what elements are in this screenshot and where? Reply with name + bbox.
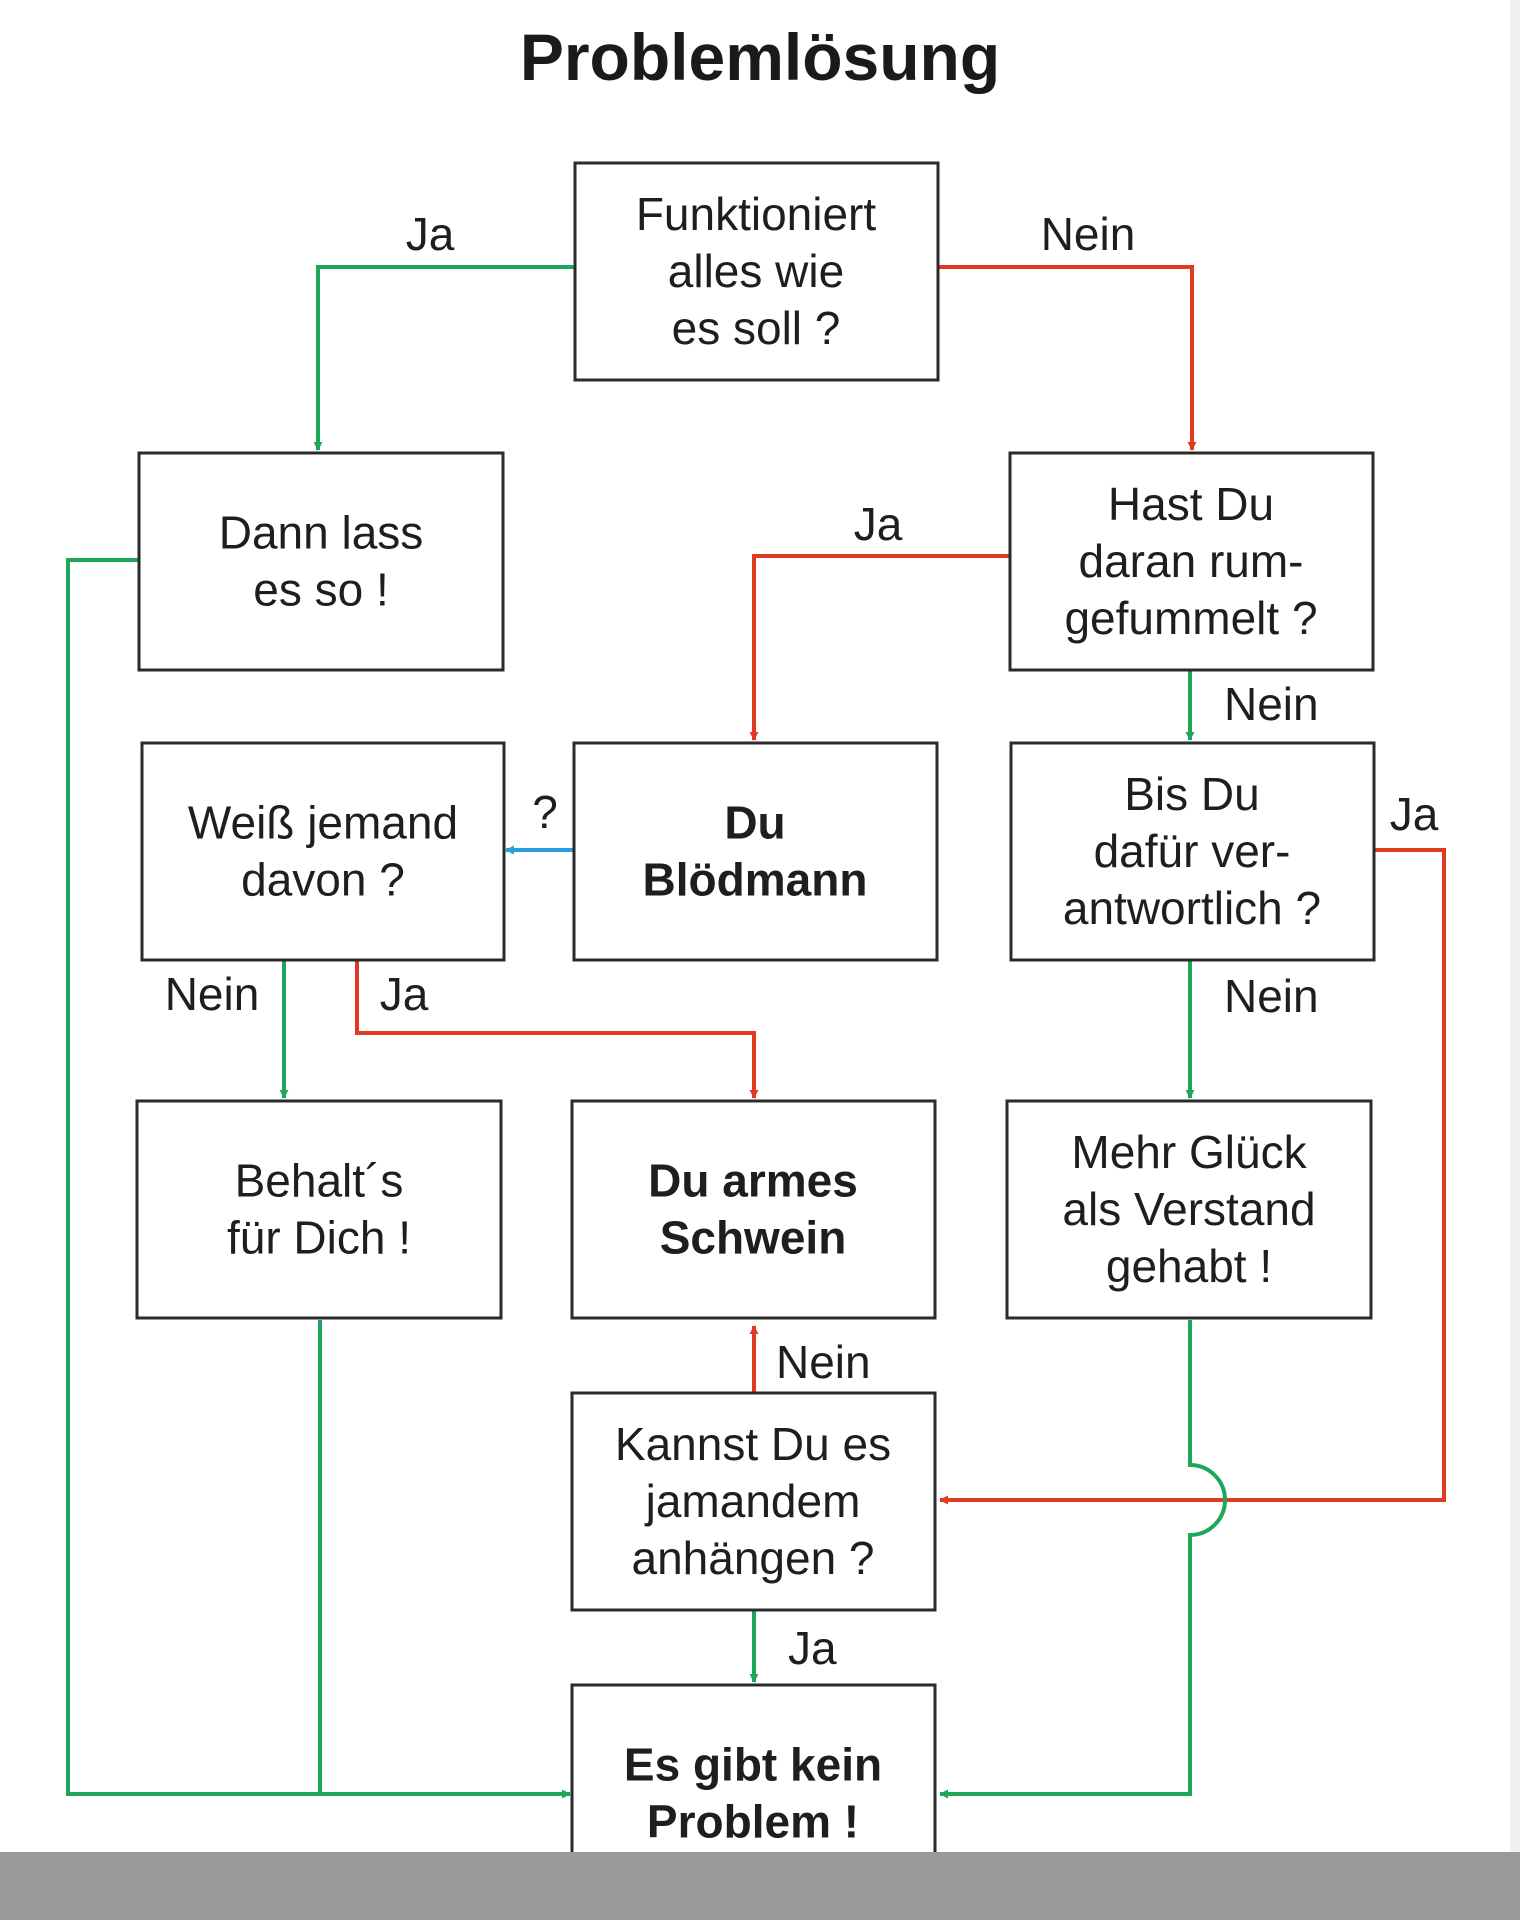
node-label-line: Blödmann (643, 854, 868, 906)
page-edge-shade (1510, 0, 1520, 1920)
node-label-line: Dann lass (219, 507, 424, 559)
label-funktioniert-nein: Nein (1041, 208, 1136, 260)
diagram-title: Problemlösung (520, 20, 1000, 94)
node-box (1008, 451, 1375, 672)
node-label-line: gefummelt ? (1064, 592, 1317, 644)
label-rumgefummelt-ja: Ja (854, 498, 903, 550)
node-label-line: anhängen ? (631, 1532, 874, 1584)
edge-labels: Ja Nein Ja Nein ? Ja Nein Nein Ja Nein J… (165, 208, 1439, 1674)
label-weiss-nein: Nein (165, 968, 260, 1020)
node-label-line: Du (724, 797, 785, 849)
node-box (570, 1391, 937, 1612)
node-box (140, 741, 506, 962)
node-label-line: Es gibt kein (624, 1739, 882, 1791)
node-box (570, 1099, 937, 1320)
node-label-line: es so ! (253, 564, 389, 616)
node-label-line: dafür ver- (1094, 825, 1291, 877)
node-label-line: Kannst Du es (615, 1418, 891, 1470)
node-label-line: daran rum- (1079, 535, 1304, 587)
label-verantwortlich-nein: Nein (1224, 970, 1319, 1022)
node-label-line: Mehr Glück (1071, 1126, 1307, 1178)
label-weiss-ja: Ja (380, 968, 429, 1020)
node-label-line: gehabt ! (1106, 1240, 1272, 1292)
node-label-line: als Verstand (1062, 1183, 1315, 1235)
edge-funktioniert-nein (938, 265, 1197, 451)
node-label-line: jamandem (644, 1475, 861, 1527)
edge-verantwortlich-ja (939, 848, 1446, 1505)
node-box (573, 161, 940, 382)
edge-weiss-ja (355, 960, 759, 1099)
node-box (572, 741, 939, 962)
node-label-line: Schwein (660, 1212, 847, 1264)
label-anhaengen-ja: Ja (788, 1622, 837, 1674)
edges (66, 265, 1446, 1799)
node-box (135, 1099, 503, 1320)
node-label-line: davon ? (241, 854, 405, 906)
node-box (137, 451, 505, 672)
bottom-bar (0, 1852, 1520, 1920)
edge-funktioniert-ja (313, 265, 575, 451)
node-label-line: Bis Du (1124, 768, 1259, 820)
node-label-line: Problem ! (647, 1796, 859, 1848)
label-verantwortlich-ja: Ja (1390, 788, 1439, 840)
node-label-line: antwortlich ? (1063, 882, 1321, 934)
node-box (1005, 1099, 1373, 1320)
node-label-line: Funktioniert (636, 188, 877, 240)
node-label-line: es soll ? (672, 302, 841, 354)
node-label-line: Hast Du (1108, 478, 1274, 530)
edge-glueck-kein-problem (939, 1320, 1227, 1799)
label-bloedmann-question: ? (532, 786, 558, 838)
edge-rumgefummelt-ja (749, 554, 1010, 741)
node-box (1009, 741, 1376, 962)
node-label-line: Behalt´s (235, 1155, 404, 1207)
node-label-line: alles wie (668, 245, 844, 297)
label-funktioniert-ja: Ja (406, 208, 455, 260)
node-label-line: für Dich ! (227, 1212, 411, 1264)
node-label-line: Du armes (648, 1155, 858, 1207)
label-rumgefummelt-nein: Nein (1224, 678, 1319, 730)
node-label-line: Weiß jemand (188, 797, 458, 849)
label-anhaengen-nein: Nein (776, 1336, 871, 1388)
